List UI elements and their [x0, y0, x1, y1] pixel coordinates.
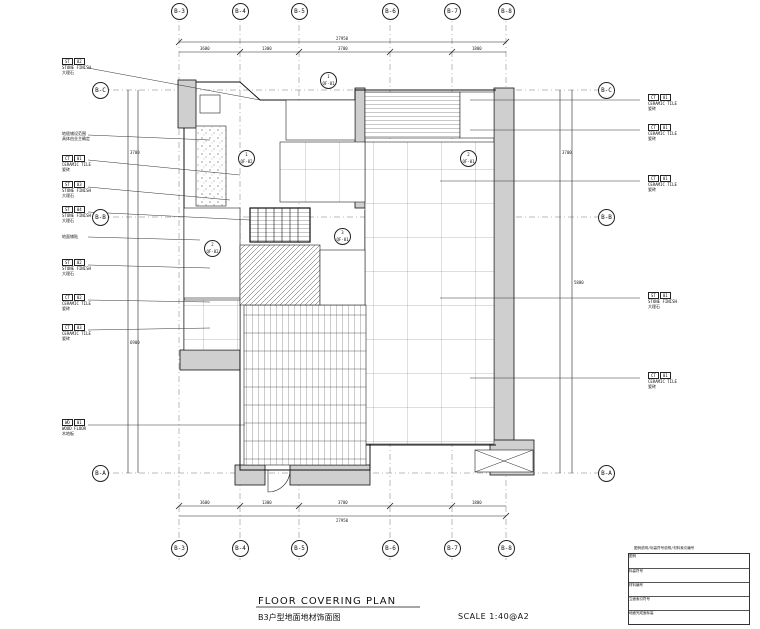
- stone-area-top: [195, 125, 227, 207]
- drawing-subtitle: B3户型地面地材饰面图: [258, 613, 341, 622]
- closet: [319, 249, 366, 306]
- dim-bottom-2: 1300: [262, 500, 272, 505]
- service-area: [239, 244, 321, 306]
- balcony-strip: [364, 91, 461, 139]
- dimension-lines: [127, 38, 573, 520]
- staircase: [249, 207, 311, 243]
- drawing-scale: SCALE 1:40@A2: [458, 612, 530, 621]
- axis-bubble-right-1: B-C: [598, 82, 615, 99]
- legend-row: 立面索引符号: [629, 596, 749, 601]
- axis-bubble-right-3: B-A: [598, 465, 615, 482]
- axis-bubble-left-1: B-C: [92, 82, 109, 99]
- legend-row: 地面完成面标高: [629, 610, 749, 615]
- dim-left-2: 6900: [130, 340, 140, 345]
- dim-top-total: 27950: [336, 36, 349, 41]
- balcony-planter: [459, 91, 495, 139]
- legend-row: 图例: [629, 554, 636, 558]
- axis-bubble-right-2: B-B: [598, 209, 615, 226]
- dim-bottom-3: 3700: [338, 500, 348, 505]
- bath-area: [183, 299, 241, 351]
- axis-bubble-top-2: B-4: [232, 3, 249, 20]
- axis-bubble-left-3: B-A: [92, 465, 109, 482]
- legend-row: 标高符号: [629, 568, 749, 573]
- dim-top-2: 1300: [262, 46, 272, 51]
- axis-bubble-bottom-2: B-4: [232, 540, 249, 557]
- axis-bubble-bottom-1: B-3: [171, 540, 188, 557]
- axis-bubble-top-4: B-6: [382, 3, 399, 20]
- dim-top-4: 1800: [472, 46, 482, 51]
- axis-bubble-top-6: B-8: [498, 3, 515, 20]
- dim-bottom-4: 1800: [472, 500, 482, 505]
- axis-bubble-bottom-6: B-8: [498, 540, 515, 557]
- drawing-title: FLOOR COVERING PLAN: [258, 596, 397, 607]
- dim-top-1: 3600: [200, 46, 210, 51]
- dim-right-1: 3700: [562, 150, 572, 155]
- tile-floor-living: [364, 141, 495, 445]
- axis-bubble-top-5: B-7: [444, 3, 461, 20]
- material-tag-left-6: 地面铺贴: [62, 234, 78, 239]
- axis-bubble-top-3: B-5: [291, 3, 308, 20]
- dim-right-2: 5800: [574, 280, 584, 285]
- dim-top-3: 3700: [338, 46, 348, 51]
- wood-floor-bedroom: [243, 304, 367, 466]
- leader-lines: [87, 67, 640, 426]
- legend-title: 图例说明/标高符号说明/材料索引编号: [634, 546, 695, 550]
- laundry: [285, 99, 356, 141]
- bath-tub: [199, 94, 221, 114]
- material-tag-left-2: 地毯铺设范围具体由业主确定: [62, 131, 90, 141]
- axis-bubble-bottom-4: B-6: [382, 540, 399, 557]
- dim-left-1: 3700: [130, 150, 140, 155]
- axis-bubble-bottom-5: B-7: [444, 540, 461, 557]
- axis-bubble-bottom-3: B-5: [291, 540, 308, 557]
- tile-floor-hall: [279, 141, 366, 203]
- dim-bottom-total: 27950: [336, 518, 349, 523]
- legend-row: 材料编号: [629, 582, 749, 587]
- entry-door: [267, 469, 291, 493]
- axis-bubble-left-2: B-B: [92, 209, 109, 226]
- dim-bottom-1: 3600: [200, 500, 210, 505]
- axis-bubble-top-1: B-3: [171, 3, 188, 20]
- legend-table: 图例 标高符号 材料编号 立面索引符号 地面完成面标高: [628, 553, 750, 625]
